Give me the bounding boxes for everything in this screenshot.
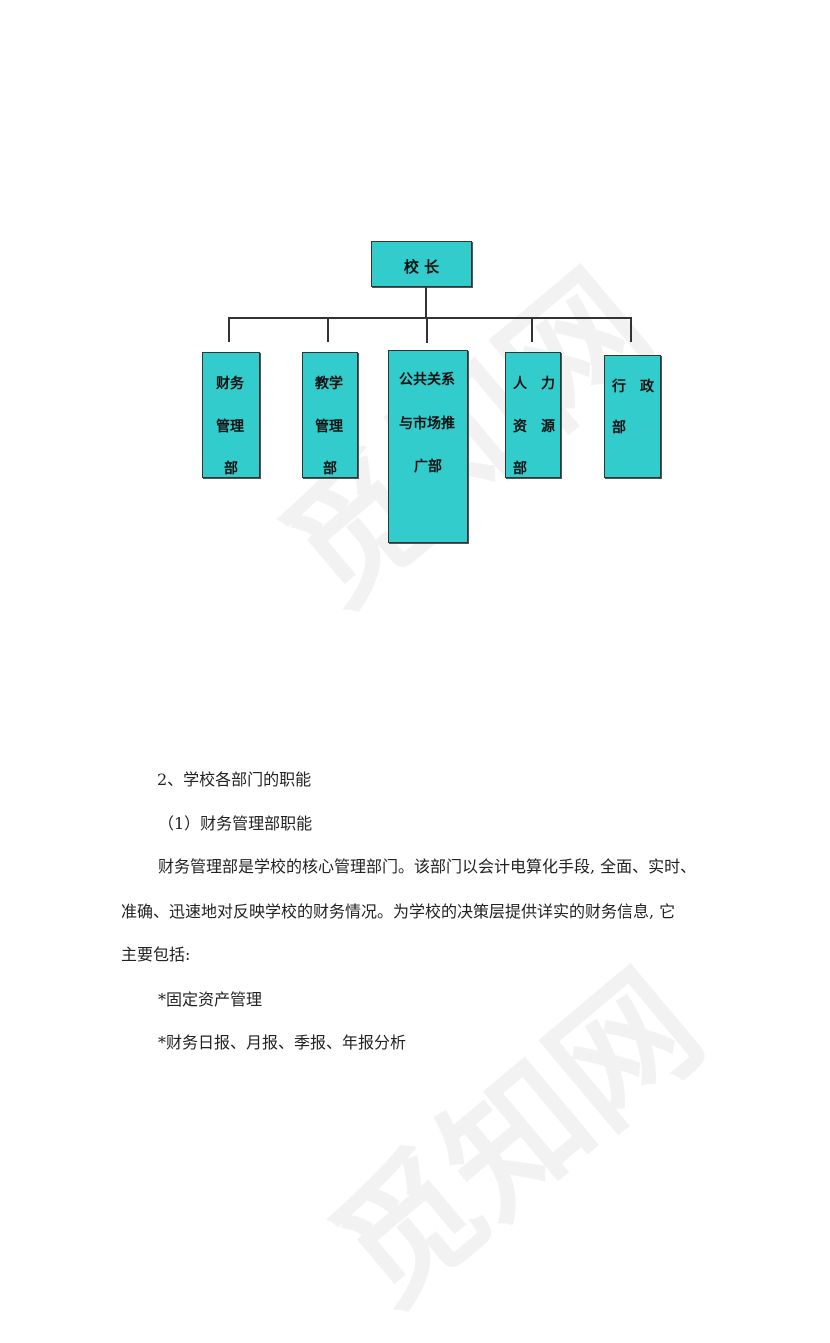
org-box-teaching: 教学 管理 部: [302, 352, 358, 478]
org-box-label: 部: [513, 461, 527, 477]
org-box-label: 部: [224, 461, 238, 477]
org-box-label: 广部: [414, 459, 442, 475]
org-box-label: 人 力: [513, 376, 555, 392]
connector-drop-admin: [630, 317, 632, 342]
paragraph-line: 主要包括:: [121, 945, 191, 964]
watermark: 觅知网: [304, 943, 732, 1338]
connector-drop-pr: [426, 317, 428, 343]
org-box-label: 部: [612, 420, 626, 436]
org-box-label: 部: [323, 461, 337, 477]
org-box-hr: 人 力 资 源 部: [505, 352, 561, 478]
org-box-label: 与市场推: [399, 416, 455, 432]
org-box-label: 资 源: [513, 419, 555, 435]
connector-horizontal: [228, 317, 631, 319]
org-box-label: 管理: [216, 419, 244, 435]
org-box-label: 行 政: [612, 379, 654, 395]
org-box-pr-marketing: 公共关系 与市场推 广部: [388, 350, 468, 543]
org-box-principal: 校 长: [371, 241, 472, 287]
list-item: *财务日报、月报、季报、年报分析: [158, 1033, 407, 1052]
org-box-label: 公共关系: [399, 372, 455, 388]
org-box-label: 管理: [315, 419, 343, 435]
section-heading: 2、学校各部门的职能: [157, 770, 312, 789]
list-item: *固定资产管理: [158, 990, 263, 1009]
org-box-label: 财务: [216, 376, 244, 392]
paragraph-line: 准确、迅速地对反映学校的财务情况。为学校的决策层提供详实的财务信息, 它: [121, 902, 676, 921]
paragraph-line: 财务管理部是学校的核心管理部门。该部门以会计电算化手段, 全面、实时、: [158, 857, 697, 876]
connector-root-vertical: [425, 287, 427, 317]
org-box-label: 校 长: [403, 258, 440, 276]
org-box-admin: 行 政 部: [604, 355, 661, 478]
connector-drop-finance: [228, 317, 230, 342]
connector-drop-teaching: [327, 317, 329, 342]
connector-drop-hr: [531, 317, 533, 342]
org-box-label: 教学: [315, 376, 343, 392]
subsection-heading: （1）财务管理部职能: [158, 814, 313, 833]
org-box-finance: 财务 管理 部: [202, 352, 260, 478]
